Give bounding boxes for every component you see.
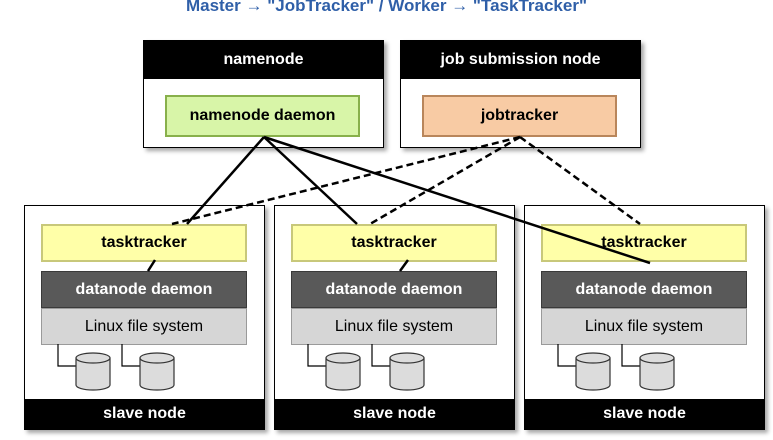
diagram-caption: Master → "JobTracker" / Worker → "TaskTr… bbox=[185, 0, 588, 15]
disk-icon bbox=[139, 352, 175, 391]
slave-node-2: tasktracker datanode daemon Linux file s… bbox=[274, 205, 515, 430]
namenode-title: namenode bbox=[144, 41, 383, 79]
tasktracker-datanode-link bbox=[146, 259, 157, 272]
namenode-link-slave-2 bbox=[263, 136, 358, 225]
tasktracker-datanode-link bbox=[398, 259, 410, 272]
disk-icon bbox=[75, 352, 111, 391]
slave-node-1: tasktracker datanode daemon Linux file s… bbox=[24, 205, 265, 430]
linux-file-system-box: Linux file system bbox=[541, 308, 747, 345]
namenode-link-slave-3 bbox=[263, 135, 651, 265]
disk-connector bbox=[57, 344, 140, 367]
disk-icon bbox=[575, 352, 611, 391]
job-submission-title: job submission node bbox=[401, 41, 640, 79]
namenode-daemon-box: namenode daemon bbox=[165, 95, 360, 137]
linux-file-system-box: Linux file system bbox=[41, 308, 247, 345]
tasktracker-box: tasktracker bbox=[41, 224, 247, 262]
slave-node-label: slave node bbox=[25, 399, 264, 429]
disk-icon bbox=[389, 352, 425, 391]
linux-file-system-box: Linux file system bbox=[291, 308, 497, 345]
disk-connector bbox=[557, 344, 640, 367]
disk-connector bbox=[307, 344, 390, 367]
jobtracker-link-slave-2 bbox=[369, 135, 521, 226]
datanode-daemon-box: datanode daemon bbox=[41, 271, 247, 308]
job-submission-node: job submission node jobtracker bbox=[400, 40, 641, 148]
tasktracker-box: tasktracker bbox=[291, 224, 497, 262]
slave-node-label: slave node bbox=[525, 399, 764, 429]
datanode-daemon-box: datanode daemon bbox=[541, 271, 747, 308]
namenode-link-slave-1 bbox=[186, 136, 265, 225]
datanode-daemon-box: datanode daemon bbox=[291, 271, 497, 308]
jobtracker-link-slave-1 bbox=[171, 135, 521, 226]
jobtracker-link-slave-3 bbox=[519, 135, 641, 226]
slave-node-label: slave node bbox=[275, 399, 514, 429]
namenode-node: namenode namenode daemon bbox=[143, 40, 384, 148]
disk-icon bbox=[639, 352, 675, 391]
disk-icon bbox=[325, 352, 361, 391]
tasktracker-box: tasktracker bbox=[541, 224, 747, 262]
slave-node-3: tasktracker datanode daemon Linux file s… bbox=[524, 205, 765, 430]
